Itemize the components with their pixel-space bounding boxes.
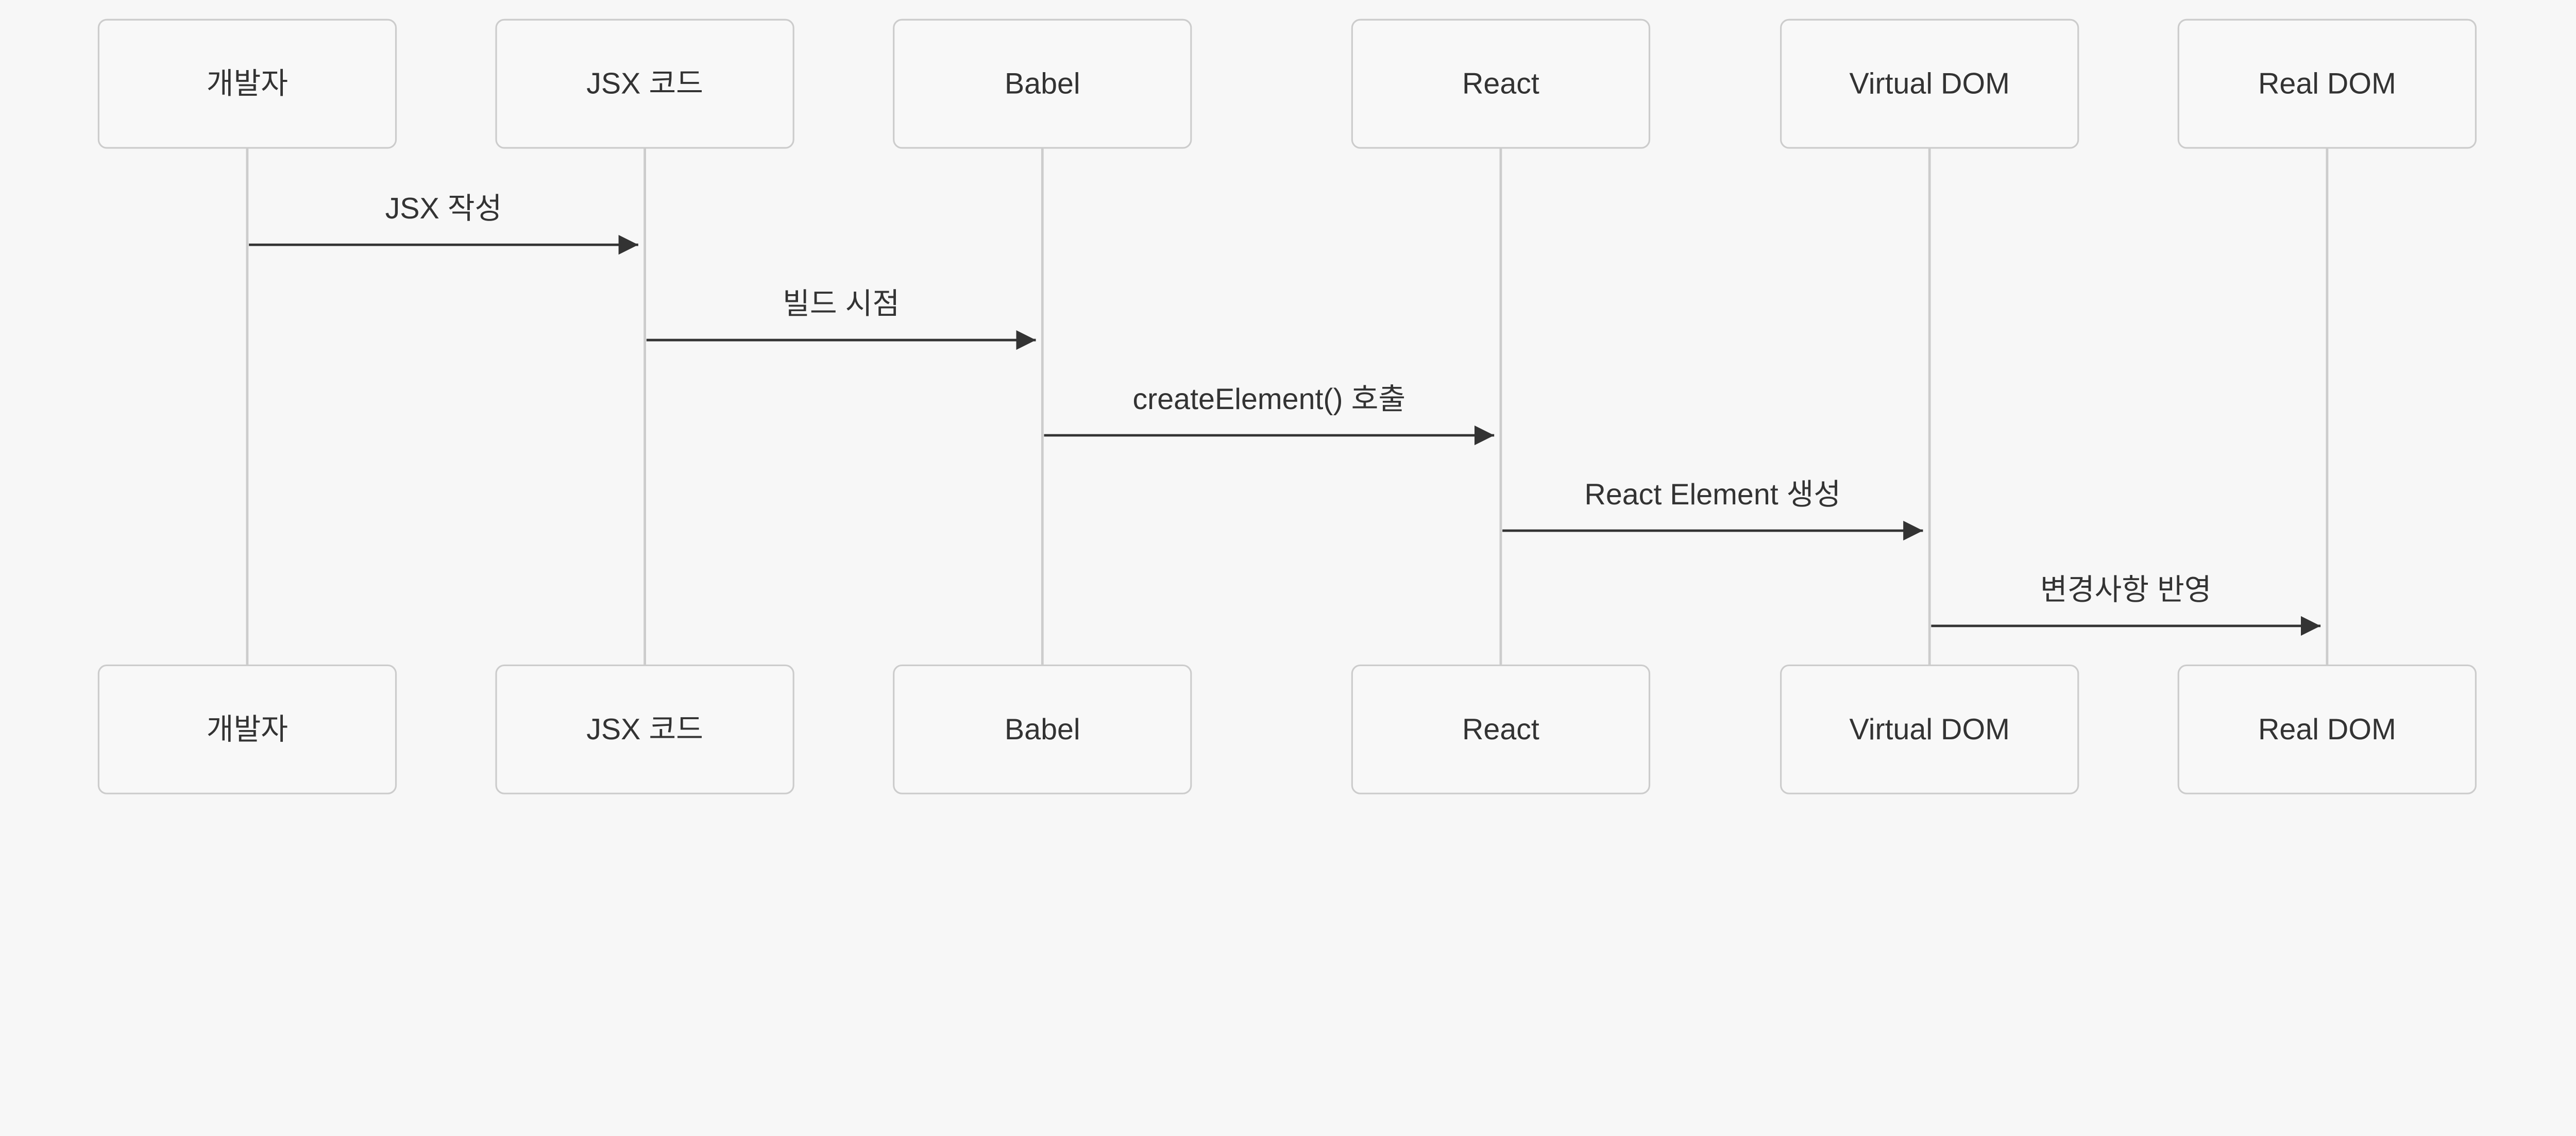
participant-rect — [1351, 19, 1651, 149]
message-label: 변경사항 반영 — [2040, 573, 2212, 606]
participant-box-bottom[interactable]: 개발자 — [97, 664, 397, 794]
participant-rect — [97, 19, 397, 149]
participant-rect — [1351, 664, 1651, 794]
message-label: 빌드 시점 — [783, 287, 900, 320]
participant-label: Virtual DOM — [1850, 713, 2010, 746]
participant-box-top[interactable]: Virtual DOM — [1780, 19, 2079, 149]
participant-box-bottom[interactable]: Virtual DOM — [1780, 664, 2079, 794]
message: 빌드 시점 — [646, 287, 1036, 350]
participant-rect — [97, 664, 397, 794]
participant-label: Virtual DOM — [1850, 67, 2010, 100]
participant-label: React — [1462, 67, 1539, 100]
participant-label: Real DOM — [2258, 713, 2396, 746]
participant-rect — [893, 19, 1192, 149]
participant-box-bottom[interactable]: Babel — [893, 664, 1192, 794]
participant-label: Real DOM — [2258, 67, 2396, 100]
participant-label: JSX 코드 — [586, 713, 703, 746]
participant-rect — [2177, 19, 2477, 149]
participant-label: JSX 코드 — [586, 67, 703, 100]
message-label: React Element 생성 — [1584, 478, 1841, 511]
participant-rect — [1780, 664, 2079, 794]
participant-rect — [495, 664, 794, 794]
participant-box-top[interactable]: Real DOM — [2177, 19, 2477, 149]
participant-rect — [2177, 664, 2477, 794]
message: createElement() 호출 — [1044, 383, 1495, 446]
participant-label: Babel — [1005, 67, 1080, 100]
message-label: createElement() 호출 — [1132, 383, 1405, 416]
participant-box-top[interactable]: React — [1351, 19, 1651, 149]
participant-rect — [893, 664, 1192, 794]
participant-label: Babel — [1005, 713, 1080, 746]
participant-label: 개발자 — [207, 67, 288, 100]
participant-box-top[interactable]: JSX 코드 — [495, 19, 794, 149]
message-label: JSX 작성 — [385, 192, 502, 225]
participant-label: React — [1462, 713, 1539, 746]
participant-rect — [495, 19, 794, 149]
participant-box-bottom[interactable]: JSX 코드 — [495, 664, 794, 794]
participant-box-bottom[interactable]: React — [1351, 664, 1651, 794]
participant-box-bottom[interactable]: Real DOM — [2177, 664, 2477, 794]
message: React Element 생성 — [1502, 478, 1923, 541]
participant-rect — [1780, 19, 2079, 149]
participant-box-top[interactable]: 개발자 — [97, 19, 397, 149]
message: JSX 작성 — [249, 192, 638, 255]
participant-label: 개발자 — [207, 713, 288, 746]
participant-box-top[interactable]: Babel — [893, 19, 1192, 149]
message: 변경사항 반영 — [1931, 573, 2321, 636]
